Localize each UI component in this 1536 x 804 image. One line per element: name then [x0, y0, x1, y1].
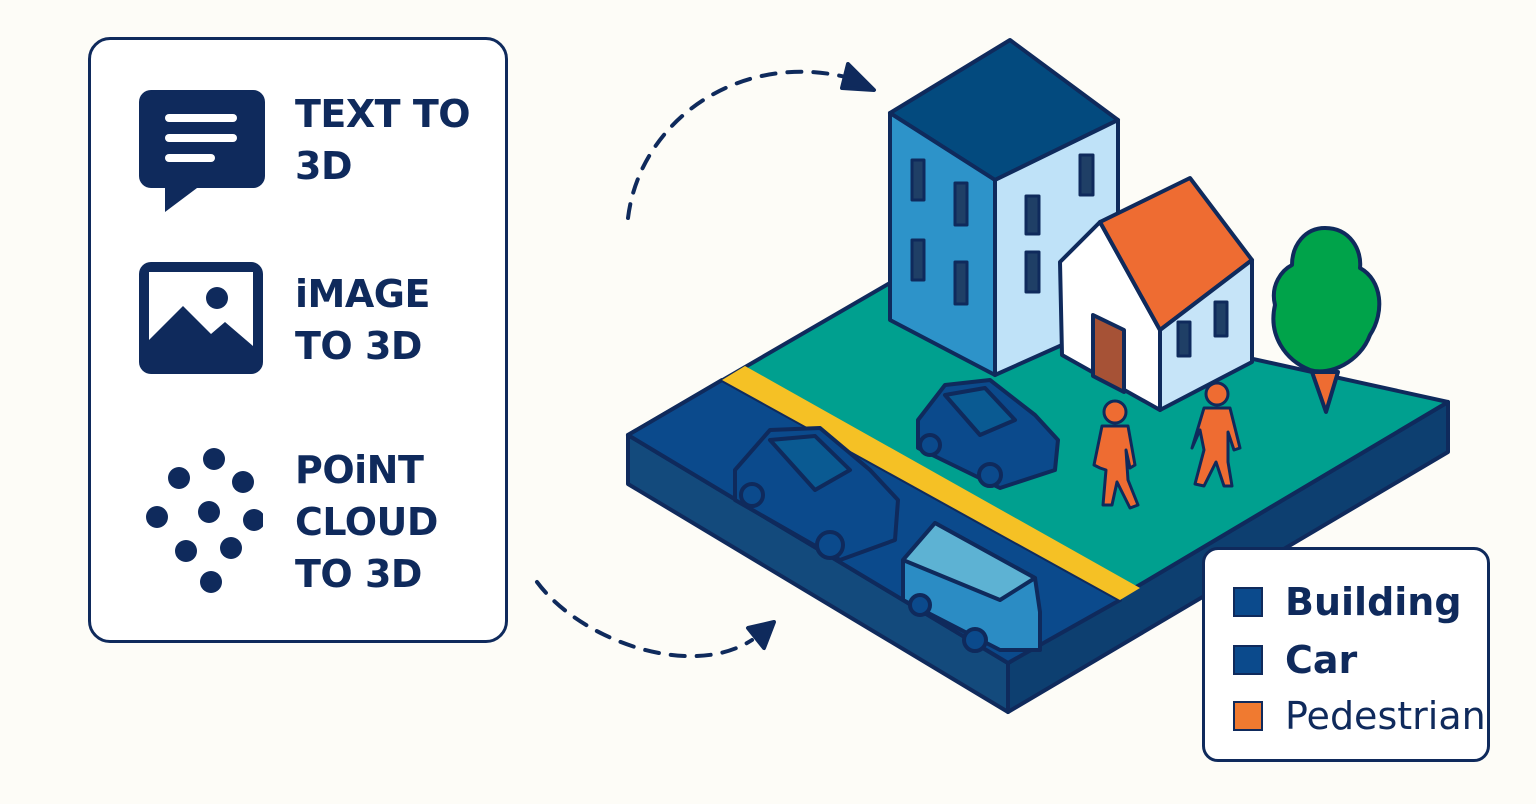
- label-line: 3D: [295, 144, 352, 188]
- point-cloud-icon: [146, 448, 263, 593]
- pedestrian-1: [1092, 399, 1140, 510]
- label-line: TO 3D: [295, 324, 422, 368]
- legend-label: Building: [1285, 580, 1462, 624]
- input-point-cloud-to-3d: [139, 445, 263, 595]
- car-swatch: [1233, 645, 1263, 675]
- legend-item-pedestrian: Pedestrian: [1233, 694, 1486, 738]
- arrow-head-top-icon: [840, 62, 876, 92]
- input-types-panel: TEXT TO 3D iMAGE TO 3D POiNT CLOUD TO 3D: [88, 37, 508, 643]
- label-line: POiNT: [295, 448, 424, 492]
- legend-label: Pedestrian: [1285, 694, 1486, 738]
- input-text-to-3d: [139, 88, 265, 212]
- road-stripe: [722, 366, 1140, 600]
- chat-bubble-icon: [139, 90, 265, 212]
- arrow-head-bottom-icon: [746, 620, 776, 650]
- dashed-arrow-top: [626, 69, 852, 220]
- label-line: iMAGE: [295, 272, 430, 316]
- image-to-3d-label: iMAGE TO 3D: [295, 268, 430, 372]
- image-icon: [139, 262, 263, 374]
- label-line: TO 3D: [295, 552, 422, 596]
- tree-crown: [1271, 226, 1382, 374]
- pedestrian-swatch: [1233, 701, 1263, 731]
- legend-label: Car: [1285, 638, 1358, 682]
- building-swatch: [1233, 587, 1263, 617]
- house-right-wall: [1158, 258, 1254, 412]
- label-line: TEXT TO: [295, 92, 471, 136]
- input-image-to-3d: [139, 262, 263, 374]
- car-parked: [916, 378, 1060, 490]
- legend: Building Car Pedestrian: [1202, 547, 1490, 762]
- label-line: CLOUD: [295, 500, 438, 544]
- car-road: [733, 426, 900, 562]
- van-road: [901, 521, 1042, 653]
- legend-item-building: Building: [1233, 580, 1462, 624]
- dashed-arrow-bottom: [535, 580, 754, 659]
- text-to-3d-label: TEXT TO 3D: [295, 88, 471, 192]
- pedestrian-2: [1190, 381, 1242, 488]
- legend-item-car: Car: [1233, 638, 1357, 682]
- point-cloud-to-3d-label: POiNT CLOUD TO 3D: [295, 444, 438, 600]
- house-door: [1091, 313, 1126, 394]
